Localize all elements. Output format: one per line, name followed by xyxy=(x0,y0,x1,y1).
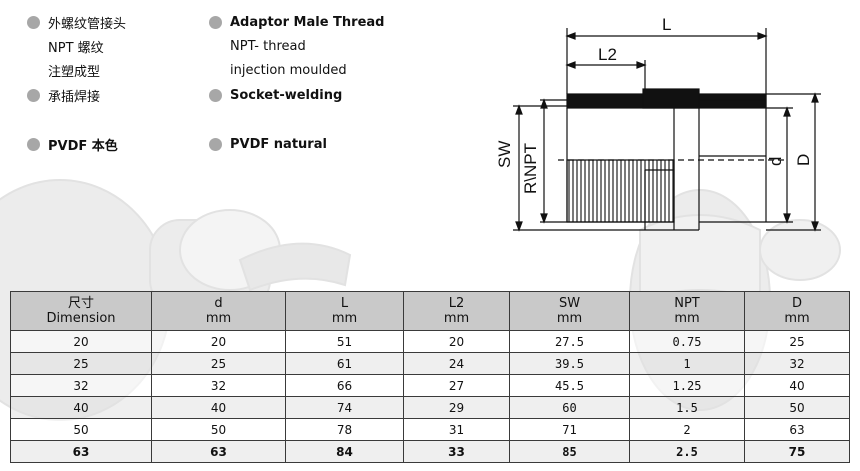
spec-zh-1: NPT 螺纹 xyxy=(48,40,104,56)
table-row: 63 63 84 33 85 2.5 75 xyxy=(10,440,850,463)
table-cell: 1 xyxy=(629,352,745,375)
table-cell: 63 xyxy=(744,418,850,441)
table-row: 40 40 74 29 60 1.5 50 xyxy=(10,396,850,419)
bullet-icon xyxy=(27,15,40,29)
table-cell: 85 xyxy=(509,440,630,463)
table-cell: 25 xyxy=(10,352,152,375)
spec-en-0: Adaptor Male Thread xyxy=(230,14,385,30)
table-row: 25 25 61 24 39.5 1 32 xyxy=(10,352,850,375)
table-cell: 20 xyxy=(10,330,152,353)
spec-item: 注塑成型 xyxy=(27,59,100,81)
table-cell: 1.5 xyxy=(629,396,745,419)
table-cell: 50 xyxy=(744,396,850,419)
table-row: 32 32 66 27 45.5 1.25 40 xyxy=(10,374,850,397)
table-cell: 71 xyxy=(509,418,630,441)
table-cell: 32 xyxy=(10,374,152,397)
spec-en-4: PVDF natural xyxy=(230,136,327,152)
table-cell: 45.5 xyxy=(509,374,630,397)
table-cell: 24 xyxy=(403,352,510,375)
table-cell: 0.75 xyxy=(629,330,745,353)
table-cell: 63 xyxy=(10,440,152,463)
dim-label-D: D xyxy=(794,154,813,166)
table-cell: 2 xyxy=(629,418,745,441)
table-cell: 40 xyxy=(744,374,850,397)
table-cell: 50 xyxy=(151,418,286,441)
table-cell: 27 xyxy=(403,374,510,397)
table-cell: 60 xyxy=(509,396,630,419)
table-cell: 31 xyxy=(403,418,510,441)
table-cell: 50 xyxy=(10,418,152,441)
table-cell: 1.25 xyxy=(629,374,745,397)
spec-en-2: injection moulded xyxy=(230,62,347,78)
spec-item: Socket-welding xyxy=(209,84,342,106)
table-cell: 74 xyxy=(285,396,404,419)
table-row: 20 20 51 20 27.5 0.75 25 xyxy=(10,330,850,353)
table-cell: 2.5 xyxy=(629,440,745,463)
spec-item: injection moulded xyxy=(209,59,347,81)
table-cell: 40 xyxy=(151,396,286,419)
table-cell: 63 xyxy=(151,440,286,463)
table-cell: 20 xyxy=(403,330,510,353)
table-cell: 75 xyxy=(744,440,850,463)
table-cell: 51 xyxy=(285,330,404,353)
table-cell: 66 xyxy=(285,374,404,397)
dim-label-RNPT: R\NPT xyxy=(521,143,540,194)
spec-zh-3: 承插焊接 xyxy=(48,89,101,105)
table-cell: 33 xyxy=(403,440,510,463)
table-cell: 40 xyxy=(10,396,152,419)
spec-item: NPT 螺纹 xyxy=(27,35,104,57)
table-cell: 25 xyxy=(151,352,286,375)
bullet-icon xyxy=(27,88,40,102)
spec-list: 外螺纹管接头 NPT 螺纹 注塑成型 承插焊接 PVDF 本色 Adaptor … xyxy=(0,0,420,170)
table-cell: 32 xyxy=(151,374,286,397)
table-cell: 20 xyxy=(151,330,286,353)
spec-en-3: Socket-welding xyxy=(230,87,343,103)
table-cell: 39.5 xyxy=(509,352,630,375)
bullet-icon xyxy=(209,137,222,151)
dim-label-L2: L2 xyxy=(598,45,617,64)
spec-item: 承插焊接 xyxy=(27,84,100,106)
table-cell: 78 xyxy=(285,418,404,441)
dim-label-SW: SW xyxy=(495,141,514,168)
bullet-icon xyxy=(209,15,222,29)
spec-item: PVDF 本色 xyxy=(27,133,118,155)
table-cell: 84 xyxy=(285,440,404,463)
technical-drawing: L L2 SW R\NPT d D xyxy=(495,15,821,232)
dim-label-d: d xyxy=(766,157,785,166)
table-row: 50 50 78 31 71 2 63 xyxy=(10,418,850,441)
spec-zh-4: PVDF 本色 xyxy=(48,138,118,154)
table-cell: 25 xyxy=(744,330,850,353)
spec-item: PVDF natural xyxy=(209,133,327,155)
table-cell: 32 xyxy=(744,352,850,375)
table-cell: 61 xyxy=(285,352,404,375)
dim-label-L: L xyxy=(662,15,671,34)
bullet-icon xyxy=(209,88,222,102)
spec-item: 外螺纹管接头 xyxy=(27,11,126,33)
bullet-icon xyxy=(27,137,40,151)
table-cell: 29 xyxy=(403,396,510,419)
spec-en-1: NPT- thread xyxy=(230,38,306,54)
spec-item: NPT- thread xyxy=(209,35,306,57)
spec-zh-2: 注塑成型 xyxy=(48,64,101,80)
spec-item: Adaptor Male Thread xyxy=(209,11,384,33)
table-cell: 27.5 xyxy=(509,330,630,353)
spec-zh-0: 外螺纹管接头 xyxy=(48,16,127,32)
